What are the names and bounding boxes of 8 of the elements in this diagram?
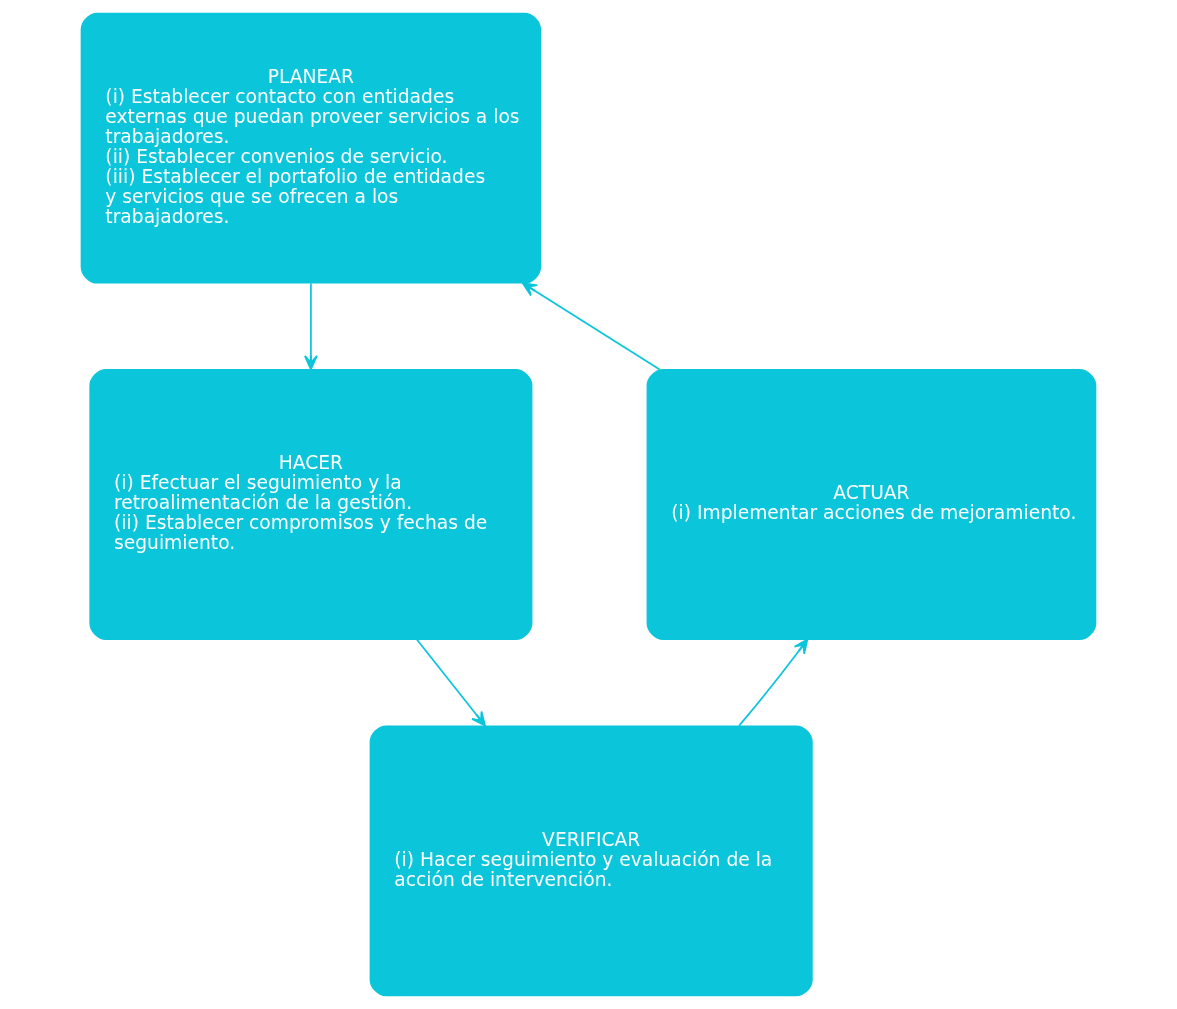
node-box: HACER (i) Efectuar el seguimiento y la retroalimentación de la gestión. (ii) Establecer compromisos y fechas de seguimiento.	[89, 369, 533, 640]
arrow	[304, 282, 318, 371]
node-box: VERIFICAR (i) Hacer seguimiento y evaluación de la acción de intervención.	[369, 725, 813, 997]
arrow	[521, 282, 661, 371]
node-box: ACTUAR (i) Implementar acciones de mejoramiento.	[646, 369, 1097, 640]
node-box: PLANEAR (i) Establecer contacto con entidades externas que puedan proveer servicios a los trabajadores. (ii) Establecer convenios de servicio. (iii) Establecer el portafolio de entidades y servicios que se ofrecen a los trabajadores.	[80, 12, 542, 284]
arrow	[738, 638, 809, 727]
arrow	[416, 638, 486, 727]
